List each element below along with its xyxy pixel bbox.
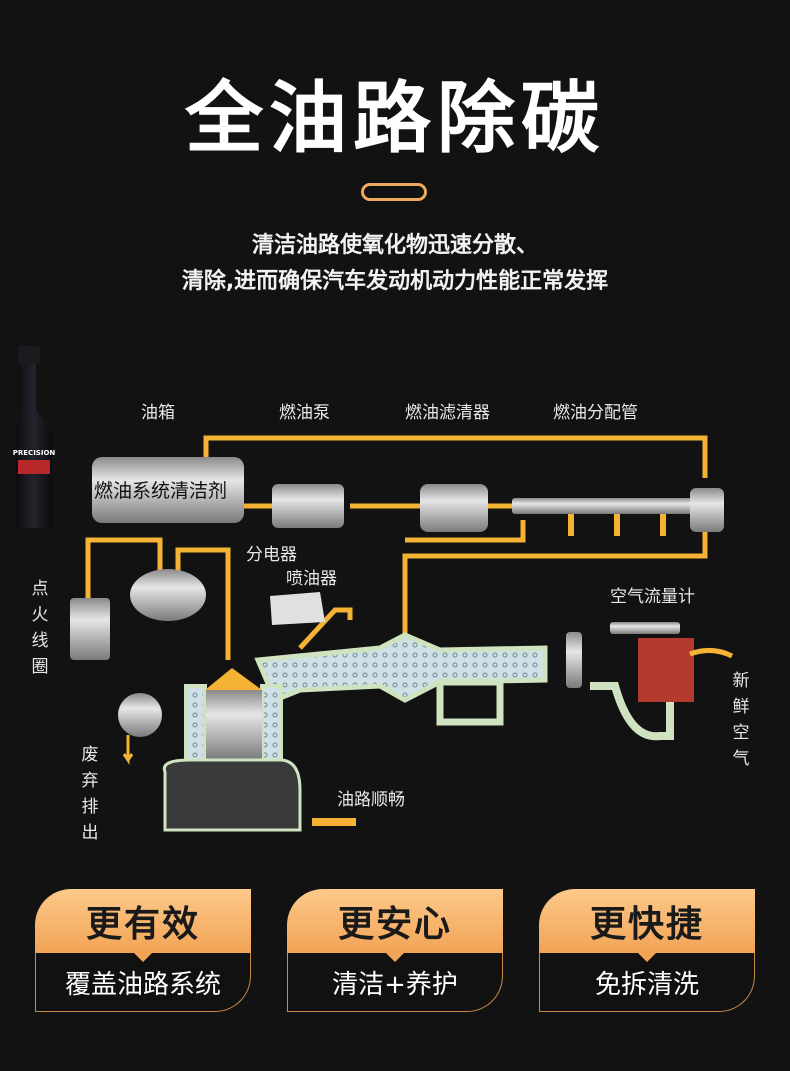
return-line [203,435,708,478]
coil-line [85,537,163,600]
rail-to-intake-2 [402,530,708,640]
feature-card-fast: 更快捷 免拆清洗 [539,889,755,1012]
page-title: 全油路除碳 [184,74,605,164]
injector-body [270,592,325,625]
feature-title: 更有效 [35,889,251,953]
intake-duct [590,682,674,741]
cylinder-wall-right [260,684,283,772]
label-fuel-filter: 燃油滤清器 [405,403,490,423]
ignition-coil [70,598,110,660]
tank-product-label: 燃油系统清洁剂 [94,480,228,502]
subtitle: 清洁油路使氧化物迅速分散、 清除,进而确保汽车发动机动力性能正常发挥 [0,228,790,300]
subtitle-line-1: 清洁油路使氧化物迅速分散、 [251,233,538,258]
feature-title: 更快捷 [539,889,755,953]
card-pointer [385,952,405,962]
feature-card-safe: 更安心 清洁+养护 [287,889,503,1012]
pressure-regulator [690,488,724,532]
rail-to-intake [405,520,526,543]
fuel-filter [420,484,488,532]
fuel-system-diagram: PRECISION [13,346,734,832]
crankcase [162,758,302,832]
cylinder-wall-left [184,684,207,772]
air-flow-meter [638,638,694,702]
exhaust-arrow [122,735,134,765]
card-pointer [133,952,153,962]
subtitle-line-2: 清除,进而确保汽车发动机动力性能正常发挥 [181,269,609,294]
air-meter-bar [610,622,680,634]
exhaust-valve [118,693,162,737]
fuel-pump [272,484,344,528]
label-exhaust: 废 弃 排 出 [81,745,99,843]
product-bottle: PRECISION [13,346,56,528]
distributor [130,569,206,621]
feature-title: 更安心 [287,889,503,953]
bottle-brand: PRECISION [13,449,56,457]
fuel-tank [92,457,244,523]
label-fuel-tank: 油箱 [141,403,175,423]
intake-loop [436,678,504,726]
feature-desc: 覆盖油路系统 [35,953,251,1012]
label-air-flow-meter: 空气流量计 [610,587,695,607]
feature-desc: 免拆清洗 [539,953,755,1012]
label-fuel-pump: 燃油泵 [279,403,330,423]
label-fresh-air: 新 鲜 空 气 [732,671,750,769]
distributor-line [175,547,231,660]
label-ignition-coil: 点 火 线 圈 [31,579,49,677]
label-distributor: 分电器 [246,545,297,565]
feature-card-effective: 更有效 覆盖油路系统 [35,889,251,1012]
label-injector: 喷油器 [286,569,337,589]
combustion-chamber [205,668,262,690]
feature-desc: 清洁+养护 [287,953,503,1012]
fuel-lines [85,435,708,660]
fuel-rail [512,498,692,514]
injector-line [298,607,353,650]
piston [206,690,262,760]
throttle-body [566,632,582,688]
legend-swatch [312,818,356,826]
title-divider-pill [361,183,427,201]
fresh-air-arrow [689,648,734,659]
label-legend: 油路顺畅 [337,790,405,810]
label-fuel-rail: 燃油分配管 [553,403,638,423]
card-pointer [637,952,657,962]
